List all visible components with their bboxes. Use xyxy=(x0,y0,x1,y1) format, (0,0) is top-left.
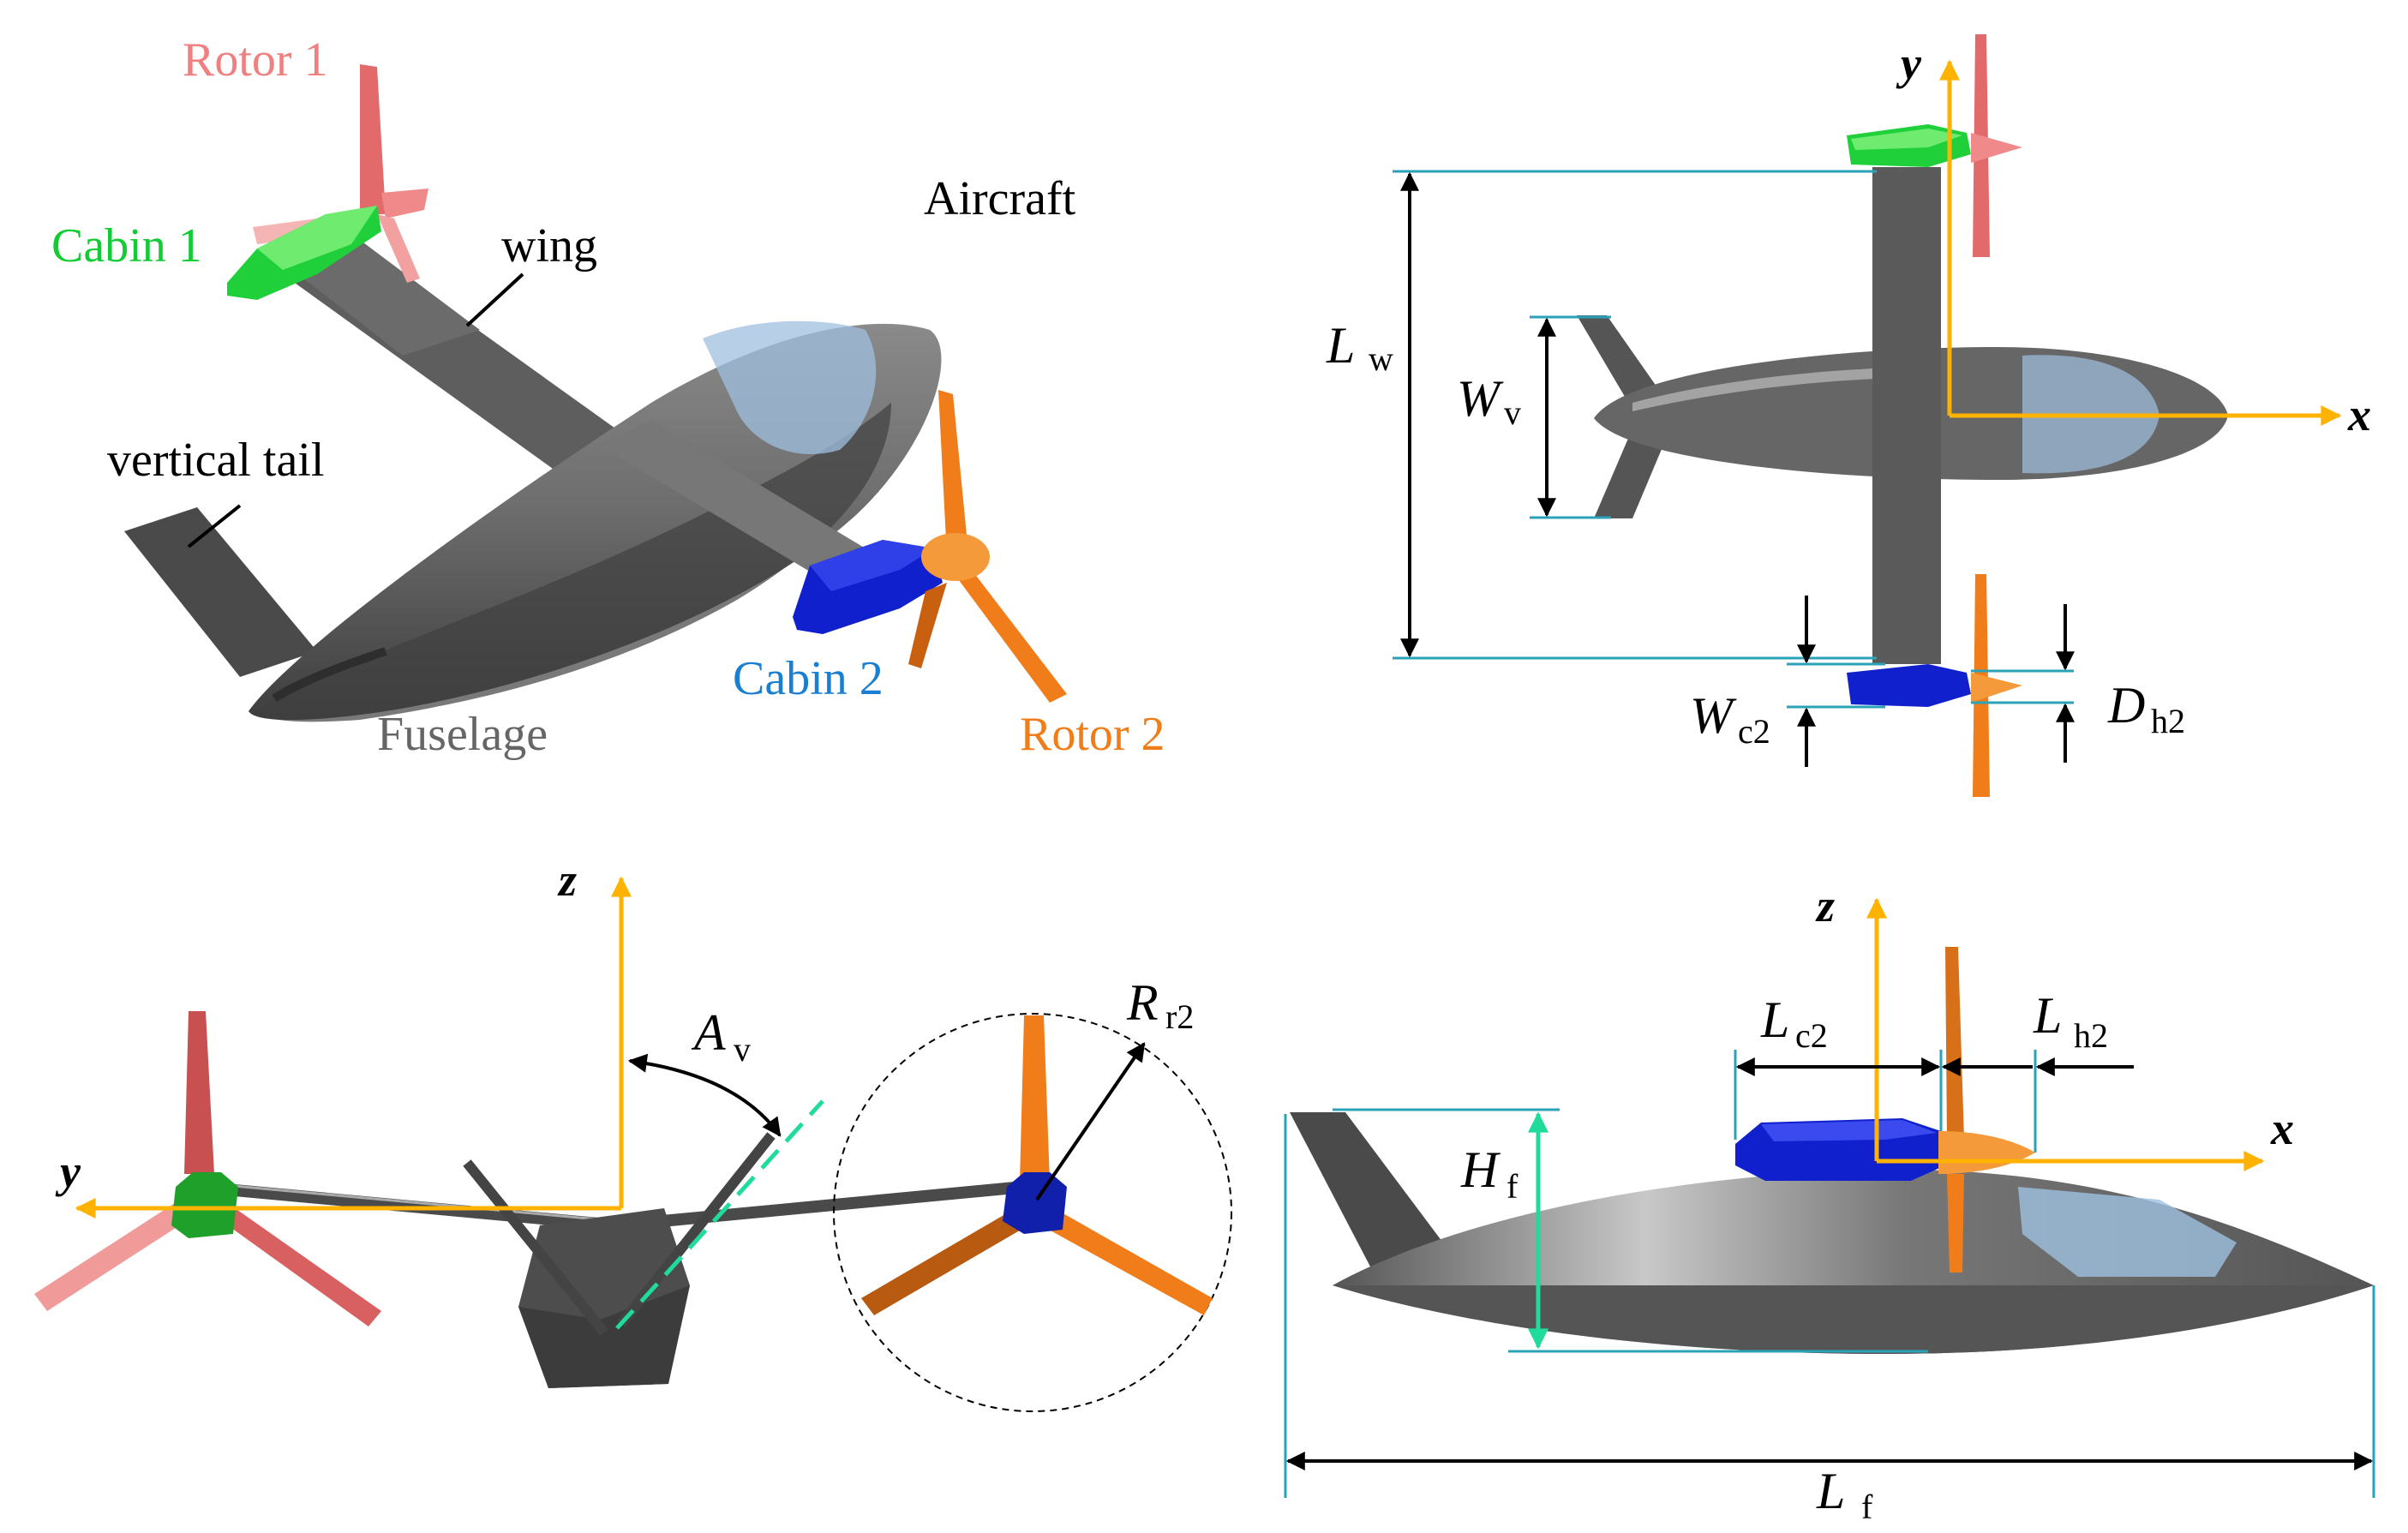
front-axis-y-label: y xyxy=(55,1146,81,1197)
top-tail-fin-upper xyxy=(1577,315,1667,410)
front-axis-z-label: z xyxy=(557,854,577,906)
side-axis-x-label: x xyxy=(2270,1103,2294,1154)
av-sub: v xyxy=(734,1030,751,1069)
top-fuselage-highlight xyxy=(1632,367,1928,411)
wv-label: W xyxy=(1457,370,1504,427)
wing-leader-line xyxy=(465,272,524,327)
label-vertical-tail: vertical tail xyxy=(107,434,324,487)
wing-left-segment xyxy=(287,240,480,356)
lw-label: L xyxy=(1326,317,1355,374)
label-rotor1: Rotor 1 xyxy=(183,33,328,87)
dh2-sub: h2 xyxy=(2151,702,2185,740)
fuselage-nose-vent xyxy=(272,647,387,703)
rotor2-blade-up xyxy=(938,390,968,557)
front-tail-right xyxy=(617,1132,776,1327)
lh2-sub: h2 xyxy=(2074,1016,2108,1055)
top-rotor1-spinner xyxy=(1971,133,2022,163)
rotor2-disk-circle xyxy=(833,1013,1232,1412)
canopy-shape xyxy=(703,320,877,454)
av-dashed-line xyxy=(615,1099,824,1330)
side-tail xyxy=(1290,1112,1453,1268)
front-rotor2-blade-left xyxy=(861,1208,1028,1315)
front-view: R r2 A v z y xyxy=(34,854,1232,1412)
front-wing-left-hl xyxy=(196,1181,618,1223)
side-cabin2-top xyxy=(1761,1120,1937,1141)
front-fuselage-lower xyxy=(518,1285,690,1388)
lf-label: L xyxy=(1816,1463,1845,1519)
rr2-sub: r2 xyxy=(1165,997,1194,1036)
lf-sub: f xyxy=(1861,1488,1873,1526)
top-axis-x-label: x xyxy=(2347,389,2371,440)
side-canopy xyxy=(2018,1187,2237,1277)
hf-label: H xyxy=(1460,1141,1501,1198)
front-cabin1 xyxy=(171,1172,238,1238)
tail-leader-line xyxy=(187,504,242,548)
top-view: x y L w W v W c2 D h2 xyxy=(1326,34,2371,797)
label-fuselage: Fuselage xyxy=(377,708,548,761)
top-axis-y-label: y xyxy=(1896,38,1922,89)
side-rotor2-spinner xyxy=(1938,1131,2035,1174)
rotor1-blade-low xyxy=(377,214,420,283)
front-rotor1-blade-right xyxy=(210,1200,381,1326)
front-wing-right xyxy=(616,1181,1025,1231)
rr2-arrow xyxy=(1035,1042,1146,1201)
wc2-label: W xyxy=(1690,687,1737,744)
isometric-view: Rotor 1 Cabin 1 wing Aircraft vertical t… xyxy=(51,33,1165,761)
lh2-label: L xyxy=(2033,987,2062,1044)
label-cabin2: Cabin 2 xyxy=(733,652,884,705)
wv-sub: v xyxy=(1504,393,1521,432)
lc2-label: L xyxy=(1760,991,1789,1048)
front-rotor1-blade-up xyxy=(184,1011,214,1174)
side-fuselage-lower xyxy=(1333,1285,2374,1354)
cabin1-top xyxy=(257,206,377,270)
front-cabin2 xyxy=(1003,1172,1067,1234)
side-rotor2-upper xyxy=(1945,947,1964,1140)
top-wing-over xyxy=(1872,347,1941,480)
av-arc xyxy=(627,1053,782,1137)
rotor2-blade-down xyxy=(951,566,1067,703)
front-rotor2-blade-right xyxy=(1041,1208,1213,1315)
side-rotor2-lower xyxy=(1947,1174,1964,1273)
label-cabin1: Cabin 1 xyxy=(51,219,202,272)
top-cabin1-highlight xyxy=(1851,129,1962,150)
vertical-tail-shape xyxy=(124,507,317,677)
front-rotor1-blade-left xyxy=(34,1200,193,1311)
rr2-label: R xyxy=(1126,974,1159,1031)
cabin2-top xyxy=(810,540,934,591)
label-aircraft: Aircraft xyxy=(924,172,1076,225)
rotor2-spinner xyxy=(921,533,990,581)
wing-front-half xyxy=(600,420,866,574)
label-wing: wing xyxy=(501,219,597,272)
rotor1-blade-up xyxy=(360,64,386,214)
fuselage-lower-shade xyxy=(257,403,891,722)
rotor1-blade-right xyxy=(381,189,428,219)
wc2-sub: c2 xyxy=(1738,712,1770,751)
lw-sub: w xyxy=(1369,339,1393,378)
side-view: z x L c2 L h2 H f L f xyxy=(1284,880,2375,1526)
label-rotor2: Rotor 2 xyxy=(1020,708,1165,761)
hf-sub: f xyxy=(1506,1167,1518,1206)
lc2-sub: c2 xyxy=(1795,1016,1828,1055)
top-cabin2 xyxy=(1847,664,1971,707)
front-tail-left xyxy=(463,1159,608,1336)
top-rotor2-spinner xyxy=(1971,673,2022,703)
rotor2-blade-left xyxy=(908,583,947,668)
top-tail-fin-lower xyxy=(1594,428,1667,518)
dh2-label: D xyxy=(2107,677,2145,734)
av-label: A xyxy=(691,1004,726,1061)
side-axis-z-label: z xyxy=(1815,880,1835,931)
front-rotor2-blade-up xyxy=(1020,1015,1050,1183)
